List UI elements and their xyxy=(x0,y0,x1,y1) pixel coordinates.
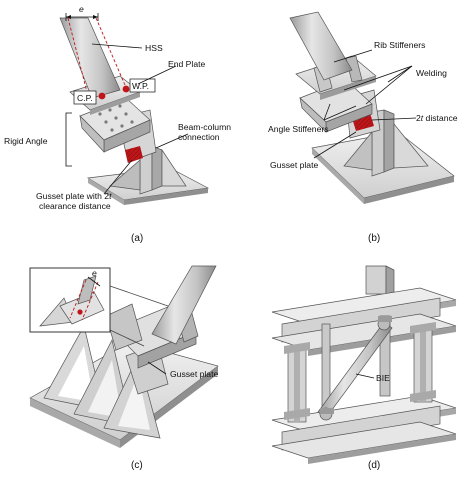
eccentricity-label: e xyxy=(79,4,84,14)
end-plate-label: End Plate xyxy=(168,59,205,69)
beam-column-label-1: Beam-column xyxy=(178,122,231,132)
hss-label: HSS xyxy=(145,43,163,53)
right-column xyxy=(410,322,436,403)
gusset-label-a-1: Gusset plate with 2t xyxy=(36,191,112,201)
caption-d: (d) xyxy=(368,460,380,471)
gusset-plate-label-c: Gusset plate xyxy=(170,369,218,379)
hss-tube xyxy=(59,17,121,99)
panel-a: e C.P. W.P. HSS End Plate Rigid Angle Be… xyxy=(4,4,231,244)
panel-d: BIE (d) xyxy=(271,265,457,471)
gusset-plate-label-b: Gusset plate xyxy=(270,160,318,170)
bie-label: BIE xyxy=(376,373,390,383)
caption-b: (b) xyxy=(368,233,380,244)
clearance-marker xyxy=(125,146,143,163)
hss-tube-b xyxy=(289,11,353,81)
beam-column-label-2: connection xyxy=(178,132,220,142)
hss-tube-c xyxy=(151,265,217,345)
wp-point xyxy=(122,85,130,93)
angle-stiffeners-label: Angle Stiffeners xyxy=(268,124,329,134)
rigid-angle-label: Rigid Angle xyxy=(4,136,48,146)
left-column xyxy=(284,342,310,423)
gusset-label-a-2: clearance distance xyxy=(39,201,111,211)
detail-inset: e xyxy=(29,267,111,333)
bolt-group xyxy=(98,104,134,132)
cp-point xyxy=(98,92,106,100)
panel-b: Rib Stiffeners Welding Angle Stiffeners … xyxy=(268,11,458,244)
two-t-label: 2t distance xyxy=(416,113,458,123)
cp-label: C.P. xyxy=(77,93,93,103)
caption-c: (c) xyxy=(131,460,143,471)
inset-e-label: e xyxy=(92,268,97,278)
wp-label: W.P. xyxy=(132,81,149,91)
panel-c: e Gusset plate (c) xyxy=(29,265,219,471)
welding-label: Welding xyxy=(416,68,447,78)
caption-a: (a) xyxy=(131,233,143,244)
bie-brace xyxy=(317,316,393,421)
triangle-stiffeners xyxy=(43,325,161,439)
bottom-beam xyxy=(271,395,457,464)
rib-stiffeners-label: Rib Stiffeners xyxy=(374,40,425,50)
